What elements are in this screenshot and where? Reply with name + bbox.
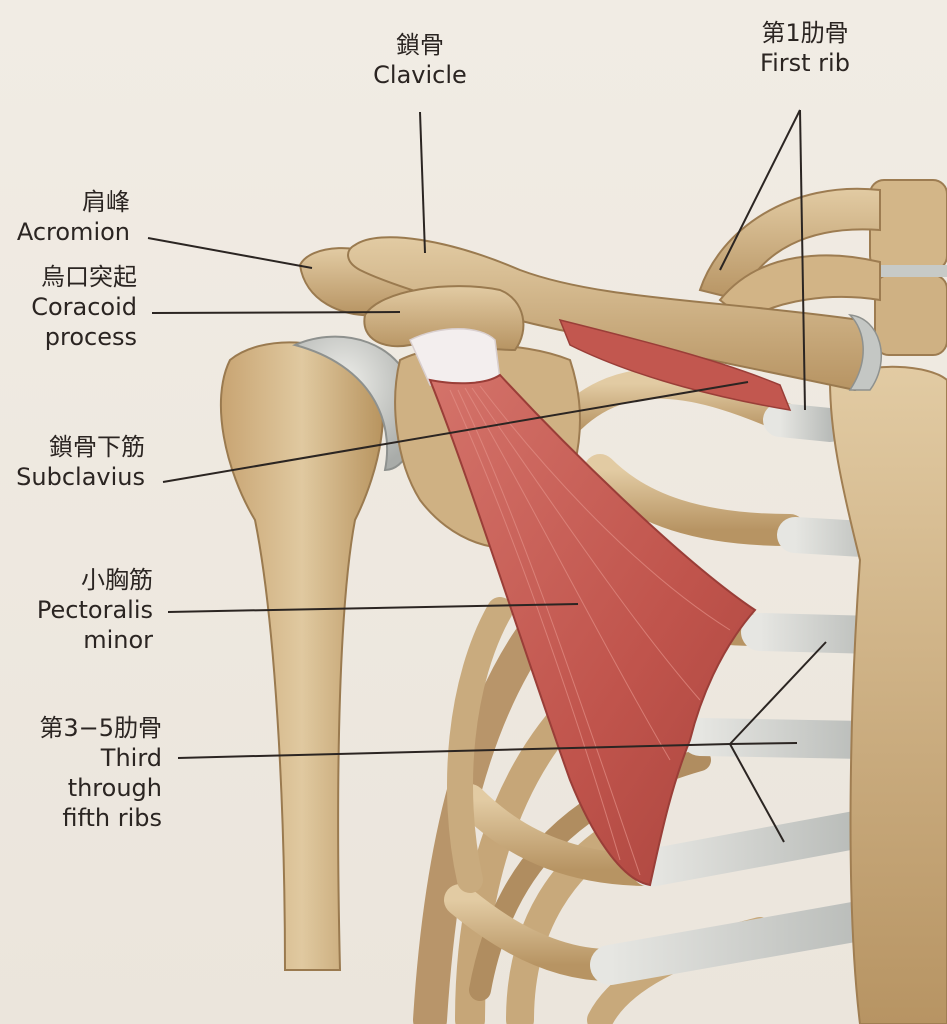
cartilage-5 bbox=[631, 811, 874, 887]
first-rib bbox=[698, 187, 881, 302]
label-pectoralis-minor: 小胸筋 Pectoralis minor bbox=[36, 566, 153, 654]
leader-coracoid bbox=[151, 311, 401, 314]
vertebrae bbox=[869, 179, 947, 356]
label-clavicle: 鎖骨 Clavicle bbox=[373, 31, 467, 89]
rib-3 bbox=[584, 454, 806, 546]
label-third-through-fifth-ribs: 第3−5肋骨 Third through fifth ribs bbox=[39, 714, 162, 832]
leader-clavicle bbox=[419, 111, 426, 254]
leader-ribs-c bbox=[729, 743, 785, 843]
leader-pectoralis bbox=[167, 603, 579, 613]
label-acromion: 肩峰 Acromion bbox=[16, 188, 130, 246]
cartilage-1 bbox=[763, 403, 847, 442]
pectoralis-minor-muscle bbox=[428, 373, 757, 887]
sternal-end-of-clavicle bbox=[847, 314, 883, 391]
cartilage-4 bbox=[681, 718, 884, 759]
label-first-rib: 第1肋骨 First rib bbox=[760, 19, 850, 77]
leader-ribs-main bbox=[177, 743, 731, 759]
leader-acromion bbox=[147, 237, 313, 269]
rib-2 bbox=[545, 368, 805, 445]
leader-first-rib-a bbox=[719, 109, 801, 271]
rib-back-2 bbox=[455, 685, 595, 1024]
subclavius-muscle bbox=[558, 318, 792, 411]
leader-first-rib-b bbox=[799, 109, 806, 411]
muscle-fibers bbox=[449, 385, 731, 876]
label-subclavius: 鎖骨下筋 Subclavius bbox=[16, 433, 145, 491]
humerus bbox=[219, 341, 384, 971]
sternum bbox=[828, 365, 947, 1024]
leader-lines bbox=[147, 109, 827, 843]
first-rib-lower bbox=[718, 254, 881, 322]
leader-ribs-a bbox=[729, 641, 827, 745]
cartilage-6 bbox=[590, 900, 885, 985]
leader-subclavius bbox=[162, 381, 749, 483]
rib-outer-arc bbox=[447, 597, 513, 893]
leader-ribs-b bbox=[729, 742, 798, 745]
label-coracoid-process: 烏口突起 Coracoid process bbox=[31, 263, 137, 351]
